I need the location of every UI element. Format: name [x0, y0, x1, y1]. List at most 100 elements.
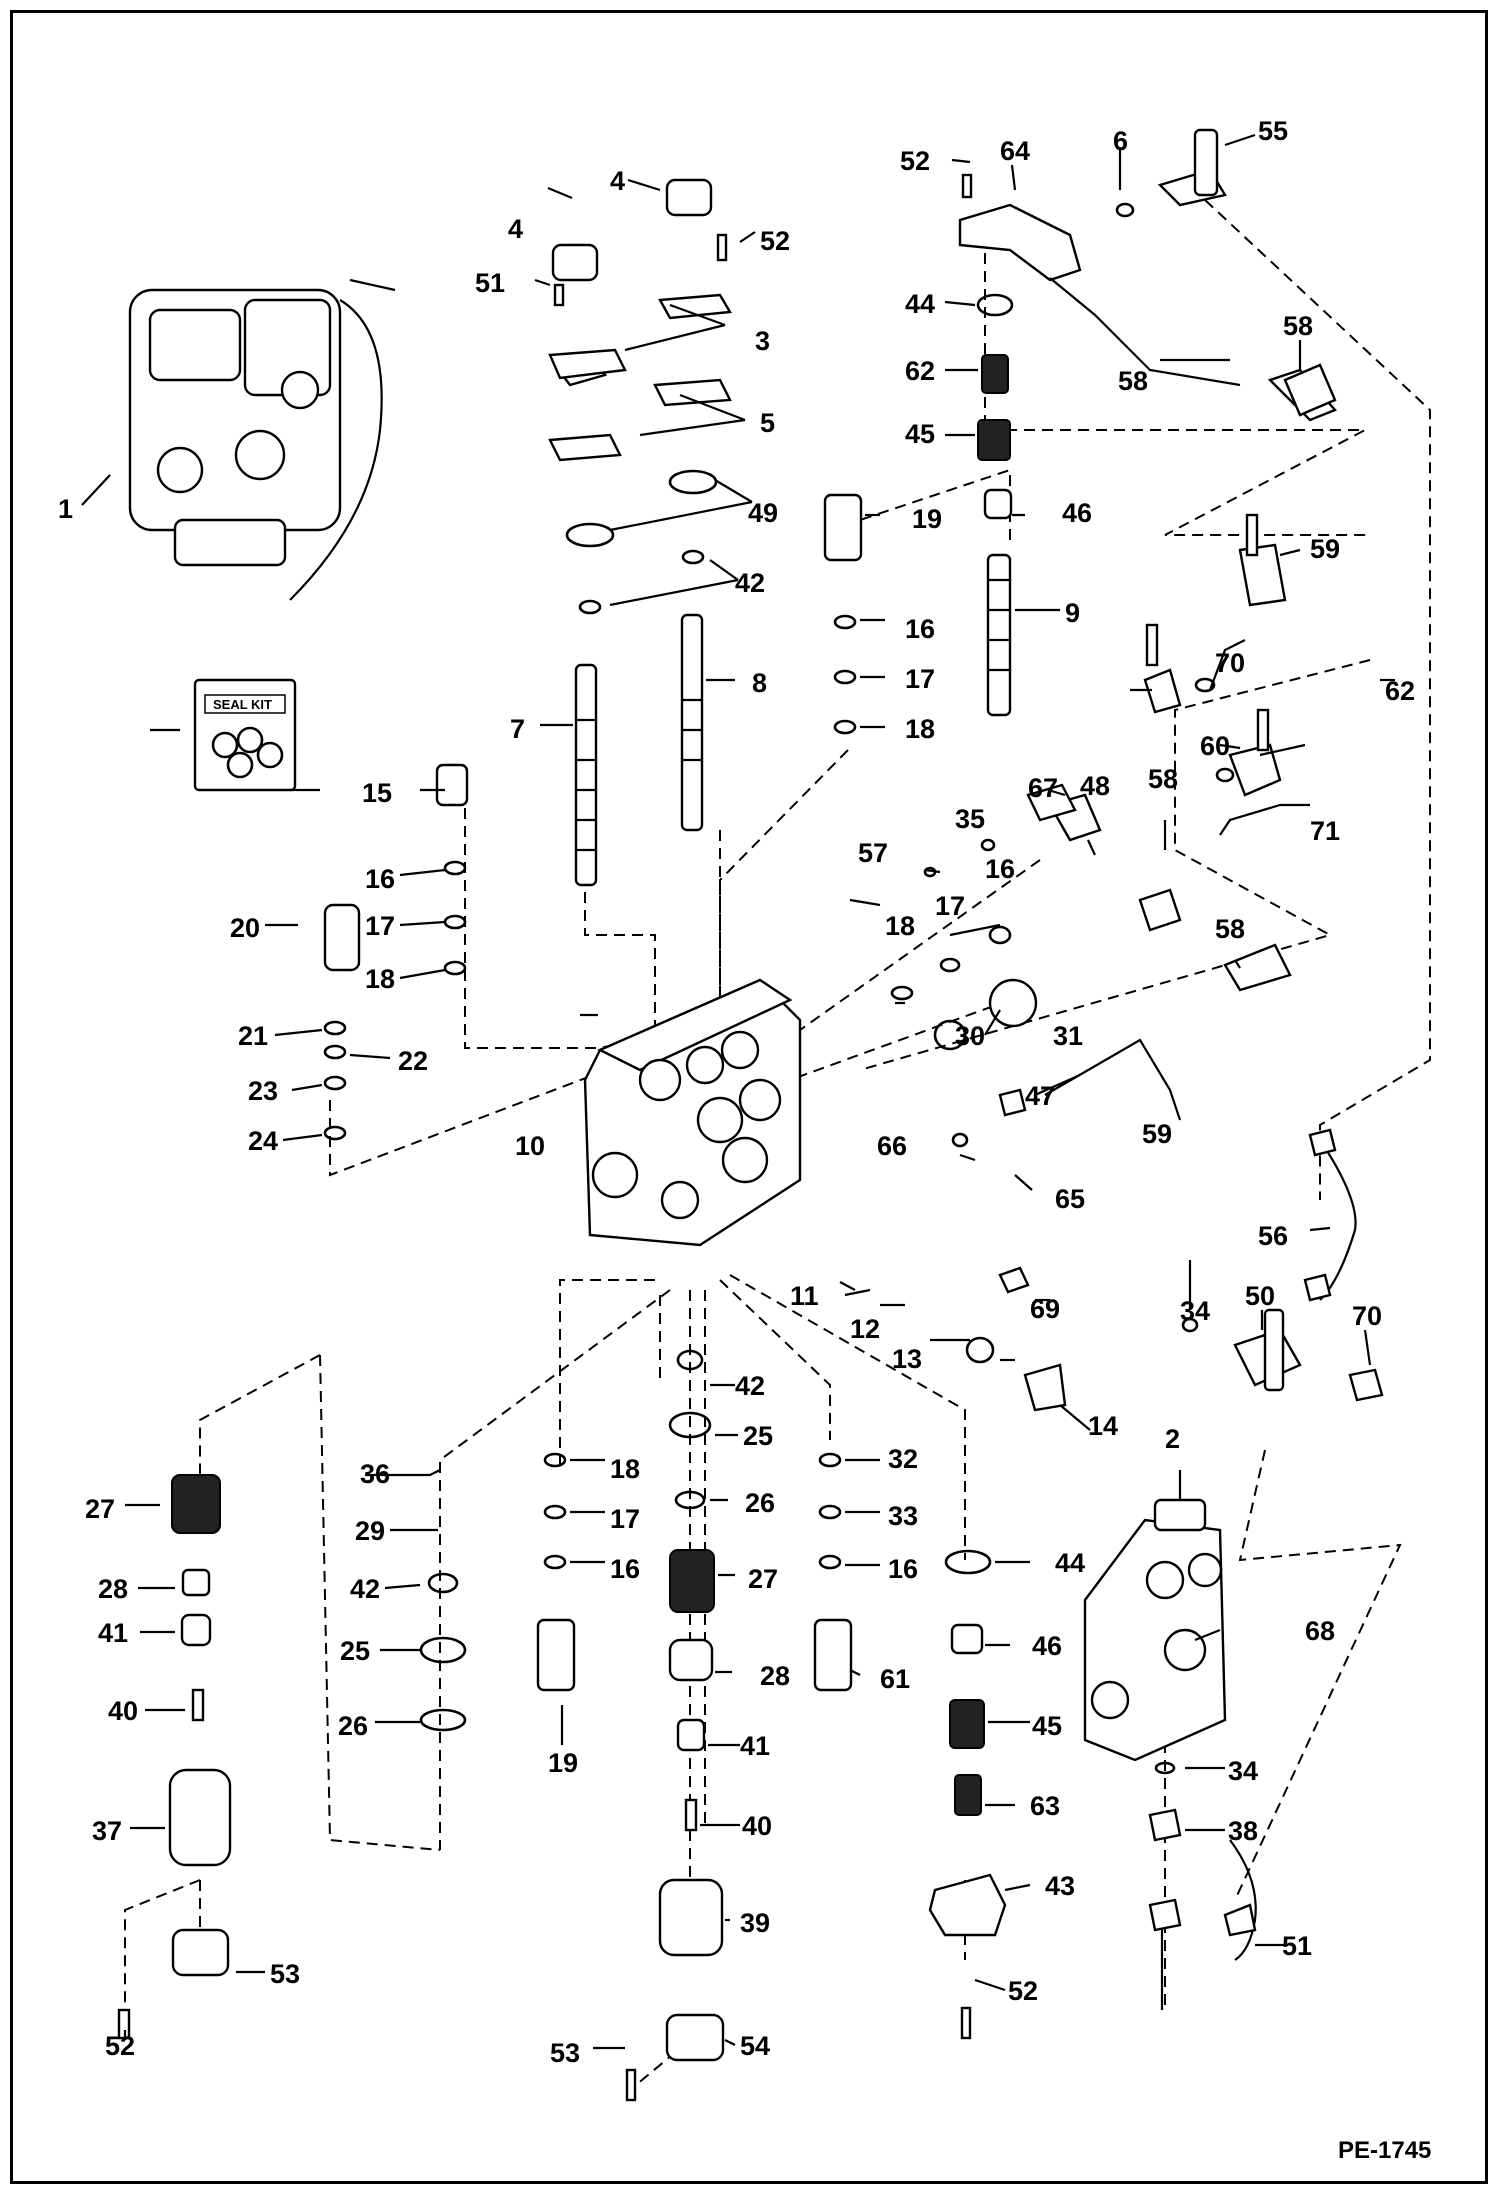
callout: 62 — [1385, 676, 1415, 706]
callout: 62 — [905, 356, 935, 386]
callout: 17 — [610, 1504, 640, 1534]
callout: 24 — [248, 1126, 278, 1156]
callout: 10 — [515, 1131, 545, 1161]
callout: 42 — [735, 1371, 765, 1401]
valve-section-2 — [1083, 1498, 1227, 1762]
callout-labels: 1 2 3 4 4 5 6 7 8 9 10 11 12 13 14 15 16… — [58, 116, 1415, 2068]
callout: 40 — [742, 1811, 772, 1841]
callout: 18 — [885, 911, 915, 941]
callout: 26 — [745, 1488, 775, 1518]
callout: 14 — [1088, 1411, 1118, 1441]
callout: 48 — [1080, 771, 1110, 801]
callout: 49 — [748, 498, 778, 528]
callout: 42 — [735, 568, 765, 598]
callout: 38 — [1228, 1816, 1258, 1846]
callout: 52 — [760, 226, 790, 256]
callout: 58 — [1118, 366, 1148, 396]
callout: 21 — [238, 1021, 268, 1051]
callout: 41 — [740, 1731, 770, 1761]
callout: 53 — [270, 1959, 300, 1989]
springs-and-valves — [117, 173, 1013, 2102]
callout: 58 — [1283, 311, 1313, 341]
callout: 15 — [362, 778, 392, 808]
callout: 55 — [1258, 116, 1288, 146]
spool-8 — [680, 613, 704, 832]
callout: 39 — [740, 1908, 770, 1938]
callout: 60 — [1200, 731, 1230, 761]
callout: 46 — [1062, 498, 1092, 528]
callout: 71 — [1310, 816, 1340, 846]
callout: 35 — [955, 804, 985, 834]
callout: 64 — [1000, 136, 1030, 166]
callout: 40 — [108, 1696, 138, 1726]
callout: 4 — [508, 214, 523, 244]
callout: 56 — [1258, 1221, 1288, 1251]
callout: 5 — [760, 408, 775, 438]
callout: 16 — [365, 864, 395, 894]
seal-kit-label: SEAL KIT — [213, 697, 272, 712]
callout: 7 — [510, 714, 525, 744]
callout: 59 — [1310, 534, 1340, 564]
callout: 22 — [398, 1046, 428, 1076]
callout: 47 — [1025, 1081, 1055, 1111]
callout: 31 — [1053, 1021, 1083, 1051]
callout: 54 — [740, 2031, 770, 2061]
callout: 34 — [1180, 1296, 1210, 1326]
callout: 43 — [1045, 1871, 1075, 1901]
callout: 44 — [905, 289, 935, 319]
callout: 16 — [610, 1554, 640, 1584]
spool-7 — [574, 663, 598, 887]
callout: 19 — [912, 504, 942, 534]
callout: 51 — [475, 268, 505, 298]
callout: 58 — [1148, 764, 1178, 794]
callout: 59 — [1142, 1119, 1172, 1149]
callout: 42 — [350, 1574, 380, 1604]
callout: 70 — [1352, 1301, 1382, 1331]
callout: 16 — [888, 1554, 918, 1584]
callout: 69 — [1030, 1294, 1060, 1324]
valve-assembly-illustration — [128, 278, 396, 601]
callout: 66 — [877, 1131, 907, 1161]
callout: 44 — [1055, 1548, 1085, 1578]
callout: 18 — [610, 1454, 640, 1484]
callout: 45 — [905, 419, 935, 449]
callout: 4 — [610, 166, 625, 196]
callout: 32 — [888, 1444, 918, 1474]
callout: 17 — [935, 891, 965, 921]
callout: 1 — [58, 494, 73, 524]
callout: 2 — [1165, 1424, 1180, 1454]
callout: 37 — [92, 1816, 122, 1846]
callout: 19 — [548, 1748, 578, 1778]
callout: 52 — [1008, 1976, 1038, 2006]
callout: 53 — [550, 2038, 580, 2068]
callout: 52 — [900, 146, 930, 176]
callout: 58 — [1215, 914, 1245, 944]
callout: 57 — [858, 838, 888, 868]
leader-lines — [81, 133, 1395, 2050]
callout: 20 — [230, 913, 260, 943]
rings — [323, 202, 1235, 1775]
seal-kit-label-group: SEAL KIT — [204, 694, 286, 714]
callout: 17 — [905, 664, 935, 694]
callout: 41 — [98, 1618, 128, 1648]
callout: 65 — [1055, 1184, 1085, 1214]
callout: 26 — [338, 1711, 368, 1741]
callout: 34 — [1228, 1756, 1258, 1786]
callout: 50 — [1245, 1281, 1275, 1311]
spool-9 — [986, 553, 1012, 717]
callout: 45 — [1032, 1711, 1062, 1741]
callout: 67 — [1028, 773, 1058, 803]
callout: 8 — [752, 668, 767, 698]
callout: 68 — [1305, 1616, 1335, 1646]
callout: 3 — [755, 326, 770, 356]
callout: 36 — [360, 1459, 390, 1489]
callout: 16 — [985, 854, 1015, 884]
valve-body-10 — [583, 978, 802, 1247]
callout: 9 — [1065, 598, 1080, 628]
callout: 27 — [748, 1564, 778, 1594]
callout: 6 — [1113, 126, 1128, 156]
callout: 11 — [790, 1281, 819, 1311]
callout: 61 — [880, 1664, 910, 1694]
callout: 18 — [365, 964, 395, 994]
